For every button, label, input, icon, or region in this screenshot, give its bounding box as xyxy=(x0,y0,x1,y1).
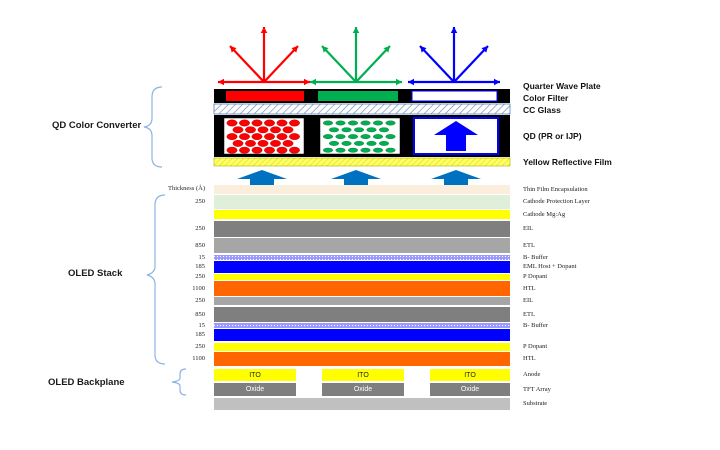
oled-backplane-label: OLED Backplane xyxy=(48,377,125,388)
stack-layer xyxy=(214,323,510,328)
layer-thickness: 1100 xyxy=(192,284,205,292)
emission-arrow-fan xyxy=(310,27,402,86)
stack-layer-label: EML Host + Dopant xyxy=(523,263,577,270)
ito-pad xyxy=(322,369,404,381)
layer-thickness: 250 xyxy=(195,225,205,232)
oxide-label: Oxide xyxy=(353,386,373,393)
ito-pad xyxy=(214,369,296,381)
backplane-row-label: Anode xyxy=(523,371,541,378)
layer-thickness: 850 xyxy=(195,241,205,249)
thickness-header: Thickness (Å) xyxy=(167,185,205,192)
layer-thickness: 250 xyxy=(195,297,205,304)
emission-arrow-fan xyxy=(218,27,310,86)
backplane-row-label: Substrate xyxy=(523,400,548,407)
red-color-filter xyxy=(226,91,304,101)
blue-light-arrow xyxy=(237,170,287,186)
qd-converter-block xyxy=(213,89,511,167)
stack-layer xyxy=(214,221,510,237)
oled-stack-layers xyxy=(214,185,510,366)
stack-layer-label: HTL xyxy=(523,284,536,292)
stack-layer-label: EIL xyxy=(523,225,534,232)
group-braces xyxy=(143,86,187,396)
stack-layer xyxy=(214,281,510,296)
ito-label: ITO xyxy=(249,372,261,379)
stack-layer xyxy=(214,261,510,273)
layer-thickness: 185 xyxy=(195,331,205,338)
blue-passthrough-arrow xyxy=(434,121,478,151)
red-quantum-dots xyxy=(226,119,300,154)
blue-clear-filter xyxy=(411,90,498,102)
oled-stack-brace xyxy=(146,194,166,365)
layer-thickness: 15 xyxy=(198,253,206,261)
qd-layer-label: QD (PR or IJP) xyxy=(523,131,582,141)
layer-thickness: 185 xyxy=(195,263,205,270)
qd-layer-label: Quarter Wave Plate xyxy=(523,81,601,91)
oxide-tft xyxy=(322,383,404,396)
blue-light-arrow xyxy=(331,170,381,186)
oxide-label: Oxide xyxy=(460,386,480,393)
stack-layer-label: HTL xyxy=(523,355,536,362)
stack-layer xyxy=(214,185,510,194)
substrate-layer xyxy=(214,398,510,410)
stack-layer-label: ETL xyxy=(523,310,535,318)
oled-backplane-layers xyxy=(214,369,510,410)
ito-label: ITO xyxy=(357,372,369,379)
layer-thickness: 850 xyxy=(195,310,205,318)
stack-layer xyxy=(214,297,510,305)
stack-layer-label: Thin Film Encapsulation xyxy=(523,185,588,193)
oxide-label: Oxide xyxy=(245,386,265,393)
qd-layer-label: Color Filter xyxy=(523,93,569,103)
oxide-tft xyxy=(430,383,510,396)
green-quantum-dots xyxy=(323,120,396,153)
qd-layer-label: Yellow Reflective Film xyxy=(523,157,612,167)
ito-pad xyxy=(430,369,510,381)
backplane-brace xyxy=(171,368,187,396)
qd-converter-label: QD Color Converter xyxy=(52,120,142,131)
stack-layer-label: Cathode Protection Layer xyxy=(523,198,590,205)
qd-brace xyxy=(143,86,163,168)
blue-light-arrows xyxy=(237,170,481,186)
qd-layer-label: CC Glass xyxy=(523,105,561,115)
cc-glass xyxy=(213,103,511,115)
stack-layer xyxy=(214,210,510,219)
stack-layer xyxy=(214,329,510,341)
stack-layer xyxy=(214,274,510,280)
layer-thickness: 15 xyxy=(198,321,206,329)
emission-arrows xyxy=(218,27,500,86)
stack-layer-label: P Dopant xyxy=(523,343,548,350)
stack-layer-label: EIL xyxy=(523,297,534,304)
stack-layer-label: Cathode Mg:Ag xyxy=(523,210,566,218)
green-color-filter xyxy=(318,91,398,101)
stack-layer-label: ETL xyxy=(523,241,535,249)
layer-thickness: 250 xyxy=(195,273,205,280)
blue-light-arrow xyxy=(431,170,481,186)
layer-thickness: 250 xyxy=(195,198,205,205)
stack-layer xyxy=(214,343,510,351)
ito-label: ITO xyxy=(464,372,476,379)
stack-layer xyxy=(214,195,510,209)
stack-layer xyxy=(214,238,510,253)
layer-thickness: 1100 xyxy=(192,355,205,362)
oled-stack-label: OLED Stack xyxy=(68,268,123,279)
oxide-tft xyxy=(214,383,296,396)
stack-layer-label: B- Buffer xyxy=(523,321,548,329)
backplane-row-label: TFT Array xyxy=(523,386,551,393)
stack-layer xyxy=(214,255,510,260)
layer-thickness: 250 xyxy=(195,343,205,350)
stack-layer xyxy=(214,352,510,366)
emission-arrow-fan xyxy=(408,27,500,86)
stack-layer-label: P Dopant xyxy=(523,273,548,280)
stack-layer xyxy=(214,307,510,322)
stack-layer-label: B- Buffer xyxy=(523,253,548,261)
yellow-reflective-film xyxy=(213,157,511,167)
